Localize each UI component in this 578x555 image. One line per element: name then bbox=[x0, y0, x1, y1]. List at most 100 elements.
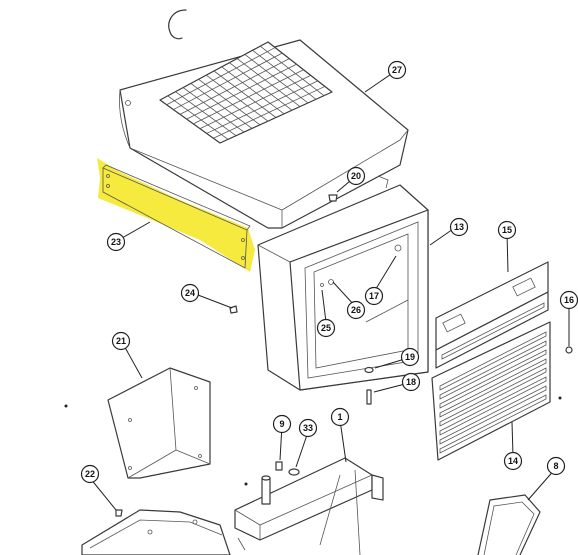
callout-27: 27 bbox=[387, 60, 407, 80]
callout-19: 19 bbox=[400, 347, 420, 367]
grille-bar bbox=[236, 58, 301, 107]
callout-circle bbox=[503, 451, 523, 471]
callout-circle bbox=[80, 464, 100, 484]
front-panel-part-23 bbox=[97, 158, 255, 272]
callout-number: 26 bbox=[351, 305, 361, 315]
callout-23: 23 bbox=[106, 232, 126, 252]
grille-bar bbox=[190, 83, 253, 129]
frame-box-part-13 bbox=[257, 175, 429, 391]
callout-number: 21 bbox=[116, 336, 126, 346]
callout-8: 8 bbox=[546, 456, 566, 476]
grille-bar bbox=[206, 74, 269, 122]
callout-17: 17 bbox=[364, 286, 384, 306]
callout-number: 27 bbox=[392, 65, 402, 75]
grille-bar bbox=[167, 95, 229, 140]
hardware-parts bbox=[64, 194, 573, 517]
callout-26: 26 bbox=[346, 300, 366, 320]
callout-circle bbox=[346, 300, 366, 320]
callout-circle bbox=[298, 418, 318, 438]
callout-15: 15 bbox=[497, 220, 517, 240]
grille-bar bbox=[221, 66, 285, 115]
louver-slat bbox=[439, 394, 547, 454]
callout-circle bbox=[180, 283, 200, 303]
louver-slat bbox=[439, 385, 547, 445]
grille-bar bbox=[175, 91, 237, 137]
callout-1: 1 bbox=[330, 407, 350, 427]
grille-bar bbox=[206, 80, 318, 134]
callout-number: 8 bbox=[553, 461, 558, 471]
grille-bar bbox=[260, 45, 325, 96]
callout-number: 14 bbox=[508, 456, 518, 466]
grille-bar bbox=[213, 70, 277, 118]
grille-bar bbox=[193, 69, 304, 125]
callout-number: 15 bbox=[502, 225, 512, 235]
grille-bar bbox=[182, 87, 245, 133]
grille-bar bbox=[166, 47, 276, 106]
side-shield-part-21 bbox=[107, 367, 211, 479]
louver-slat bbox=[439, 367, 547, 427]
chassis-frame-part-1 bbox=[81, 457, 384, 555]
louver-panel-part-14 bbox=[431, 321, 551, 461]
callout-22: 22 bbox=[80, 464, 100, 484]
grille-bar bbox=[229, 62, 293, 111]
lower-louvers bbox=[439, 331, 547, 454]
callout-number: 23 bbox=[111, 237, 121, 247]
louver-slat bbox=[439, 349, 547, 409]
callout-25: 25 bbox=[316, 318, 336, 338]
callout-24: 24 bbox=[180, 283, 200, 303]
louver-slat bbox=[441, 302, 545, 360]
callout-circle bbox=[364, 286, 384, 306]
louver-slat bbox=[439, 331, 547, 391]
callout-circle bbox=[401, 372, 421, 392]
louver-slat bbox=[439, 340, 547, 400]
callout-9: 9 bbox=[272, 414, 292, 434]
callout-number: 20 bbox=[351, 171, 361, 181]
grille-panel-part-15 bbox=[435, 261, 549, 369]
grille-bar bbox=[186, 63, 297, 120]
callout-circle bbox=[346, 166, 366, 186]
callout-number: 13 bbox=[454, 222, 464, 232]
callout-21: 21 bbox=[111, 331, 131, 351]
grille-bar bbox=[213, 86, 326, 139]
callout-circle bbox=[111, 331, 131, 351]
callout-circle bbox=[106, 232, 126, 252]
callout-33: 33 bbox=[298, 418, 318, 438]
callout-13: 13 bbox=[449, 217, 469, 237]
callout-number: 33 bbox=[303, 423, 313, 433]
callout-circle bbox=[330, 407, 350, 427]
callout-18: 18 bbox=[401, 372, 421, 392]
grille-bar bbox=[179, 58, 290, 115]
cover-grille bbox=[166, 45, 326, 140]
callout-16: 16 bbox=[559, 290, 578, 310]
callout-number: 1 bbox=[337, 412, 342, 422]
callout-circle bbox=[387, 60, 407, 80]
callout-number: 19 bbox=[405, 352, 415, 362]
callout-circle bbox=[449, 217, 469, 237]
handwritten-c-mark bbox=[168, 9, 187, 40]
callout-number: 16 bbox=[564, 295, 574, 305]
callout-number: 22 bbox=[85, 469, 95, 479]
callout-labels: 27 20 23 13 15 24 17 25 26 16 21 19 18 9 33 1 14 22 8 bbox=[80, 60, 578, 484]
louver-slat bbox=[439, 376, 547, 436]
callout-circle bbox=[316, 318, 336, 338]
callout-number: 18 bbox=[406, 377, 416, 387]
callout-circle bbox=[497, 220, 517, 240]
callout-number: 24 bbox=[185, 288, 195, 298]
top-cover-part-27 bbox=[119, 39, 409, 229]
louver-slat bbox=[439, 358, 547, 418]
grille-bar bbox=[244, 54, 309, 104]
callout-circle bbox=[546, 456, 566, 476]
callout-number: 25 bbox=[321, 323, 331, 333]
callout-14: 14 bbox=[503, 451, 523, 471]
grille-bar bbox=[252, 49, 317, 100]
callout-number: 17 bbox=[369, 291, 379, 301]
callout-20: 20 bbox=[346, 166, 366, 186]
handle-part-8 bbox=[477, 494, 541, 555]
grille-bar bbox=[173, 52, 283, 110]
callout-circle bbox=[400, 347, 420, 367]
upper-louvers bbox=[441, 302, 545, 360]
callout-number: 9 bbox=[279, 419, 284, 429]
grille-bar bbox=[198, 78, 261, 126]
highlight-marker bbox=[97, 158, 255, 272]
